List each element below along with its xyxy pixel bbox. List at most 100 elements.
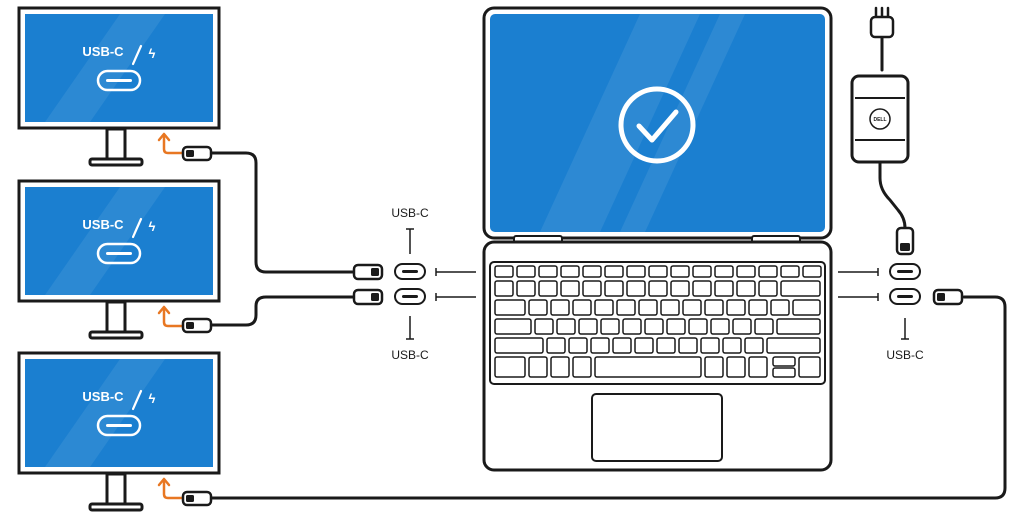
monitor-port-label: USB-C	[82, 389, 124, 404]
keyboard-key	[634, 337, 654, 354]
monitor-port-label: USB-C	[82, 44, 124, 59]
keyboard-key	[538, 280, 558, 297]
keyboard-key	[600, 318, 620, 335]
monitor-screen-glare	[45, 14, 165, 122]
keyboard-key	[538, 265, 558, 278]
keyboard-key	[594, 356, 702, 378]
cables	[208, 36, 1007, 500]
keyboard-key	[748, 299, 768, 316]
arrow-up-icon	[157, 477, 186, 500]
keyboard-key	[594, 299, 614, 316]
keyboard-key	[722, 337, 742, 354]
arrow-up-icon	[157, 132, 186, 155]
keyboard-key	[726, 356, 746, 378]
keyboard-key	[700, 337, 720, 354]
monitor-stand-base	[88, 330, 144, 340]
usb-c-port-left-1	[394, 263, 426, 280]
keyboard-key	[534, 318, 554, 335]
monitor-1: USB-C ϟ	[17, 6, 221, 167]
touchpad	[591, 393, 723, 462]
keyboard-key	[666, 318, 686, 335]
keyboard-key	[516, 280, 536, 297]
monitor-port-label: USB-C	[82, 217, 124, 232]
keyboard-key	[550, 356, 570, 378]
cable-plugs	[181, 145, 964, 507]
keyboard-key	[792, 299, 821, 316]
keyboard-key	[626, 280, 646, 297]
keyboard-key	[714, 280, 734, 297]
keyboard-key	[802, 265, 822, 278]
keyboard-key	[494, 337, 544, 354]
cable-monitor-3	[208, 295, 1007, 500]
keyboard-key	[556, 318, 576, 335]
cable-monitor-2	[208, 295, 358, 327]
usb-c-plug-monitor-2	[181, 317, 213, 334]
keyboard-key	[780, 280, 821, 297]
usb-c-port-left-2	[394, 288, 426, 305]
keyboard-key	[494, 318, 532, 335]
keyboard-key	[710, 318, 730, 335]
keyboard-key	[560, 280, 580, 297]
checkmark-circle-icon	[618, 86, 696, 164]
usb-c-port-icon	[96, 69, 142, 92]
keyboard-key	[656, 337, 676, 354]
keyboard-key	[748, 356, 768, 378]
keyboard-key	[692, 265, 712, 278]
laptop	[482, 6, 833, 472]
usb-c-plug-monitor-1	[181, 145, 213, 162]
left-ports-top-label: USB-C	[391, 206, 429, 220]
keyboard-key	[758, 265, 778, 278]
monitor-screen	[25, 187, 213, 295]
slash-divider	[131, 217, 143, 239]
usb-c-port-icon	[96, 242, 142, 265]
power-adapter: DELL	[850, 6, 910, 164]
keyboard-key	[590, 337, 610, 354]
keyboard-key	[766, 337, 821, 354]
keyboard-key	[582, 280, 602, 297]
keyboard-key	[528, 299, 548, 316]
keyboard-key	[572, 356, 592, 378]
left-ports-bottom-label: USB-C	[391, 348, 429, 362]
keyboard-key	[494, 299, 526, 316]
laptop-right-ports: USB-C	[838, 263, 924, 362]
keyboard-key	[678, 337, 698, 354]
keyboard-key	[704, 356, 724, 378]
keyboard-key	[604, 265, 624, 278]
usb-c-plug-monitor-3	[181, 490, 213, 507]
keyboard-key	[626, 265, 646, 278]
keyboard-key	[732, 318, 752, 335]
keyboard-key	[736, 265, 756, 278]
keyboard-key	[644, 318, 664, 335]
monitor-screen	[25, 14, 213, 122]
power-plug-icon	[869, 6, 895, 39]
keyboard-key	[726, 299, 746, 316]
keyboard-key	[494, 356, 526, 378]
keyboard-key	[494, 280, 514, 297]
thunderbolt-icon: ϟ	[149, 46, 156, 61]
slash-divider	[131, 389, 143, 411]
right-ports-label: USB-C	[886, 348, 924, 362]
keyboard-key	[560, 265, 580, 278]
keyboard-key	[770, 299, 790, 316]
usb-c-plug-adapter	[895, 226, 915, 256]
monitor-screen	[25, 359, 213, 467]
keyboard-key	[780, 265, 800, 278]
keyboard-key	[772, 356, 796, 367]
adapter-brand: DELL	[873, 117, 886, 123]
keyboard-key	[616, 299, 636, 316]
arrow-up-icon	[157, 305, 186, 328]
keyboard-key	[550, 299, 570, 316]
keyboard-key	[494, 265, 514, 278]
keyboard-key	[622, 318, 642, 335]
usb-c-plug-laptop-left-1	[352, 263, 384, 281]
monitor-stand-neck	[105, 472, 127, 506]
laptop-screen	[490, 14, 825, 232]
keyboard-key	[670, 280, 690, 297]
keyboard-key	[528, 356, 548, 378]
usb-c-port-right-2	[889, 288, 921, 305]
keyboard-key	[648, 265, 668, 278]
monitor-stand-base	[88, 157, 144, 167]
monitor-stand-neck	[105, 300, 127, 334]
keyboard-key	[772, 367, 796, 378]
